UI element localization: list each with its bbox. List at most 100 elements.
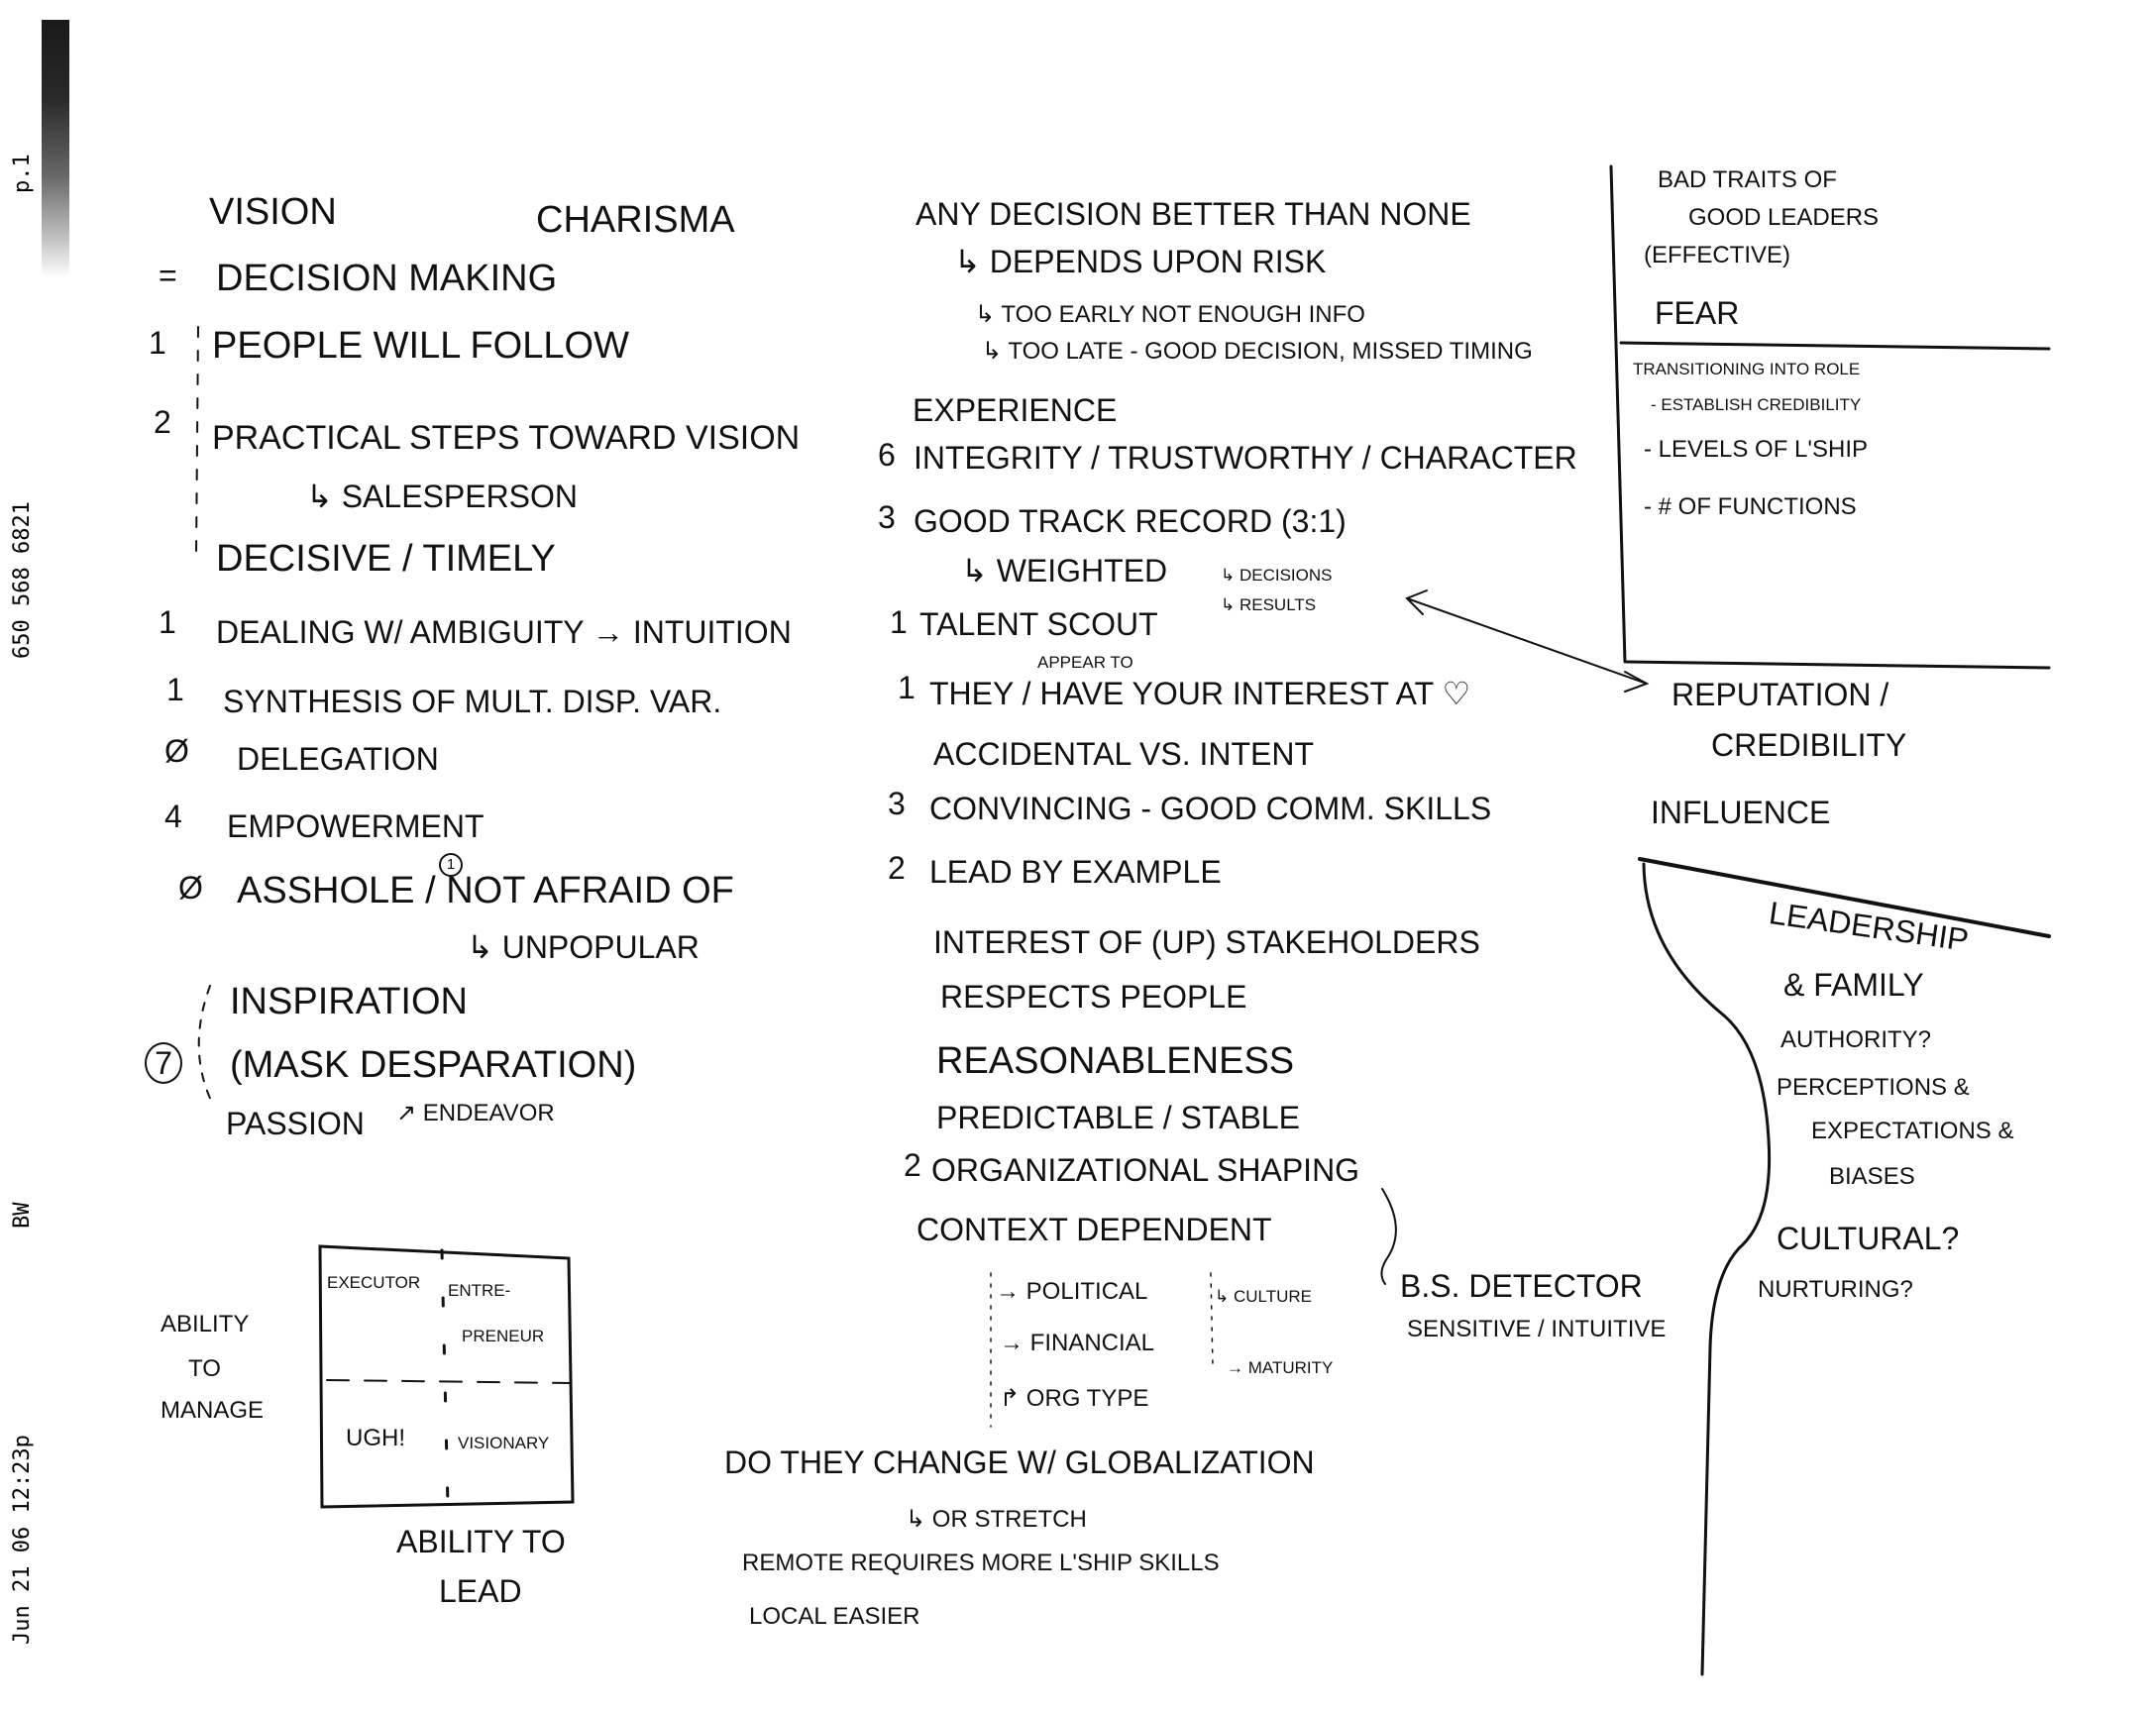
lead-by-example: Lead by example [929, 854, 1222, 890]
arrow-head-left [1405, 589, 1428, 615]
results: ↳ Results [1221, 595, 1317, 614]
rank-number: 2 [888, 850, 906, 886]
y-axis-label-line: Ability [161, 1311, 250, 1338]
reasonableness: Reasonableness [936, 1040, 1295, 1082]
bad-traits-title-1: Bad traits of [1658, 166, 1837, 193]
quadrant-horizontal-divider [326, 1379, 571, 1384]
rank-number: 1 [166, 672, 184, 707]
rank-number: 1 [159, 604, 176, 640]
predictable-stable: Predictable / Stable [936, 1100, 1300, 1135]
salesperson: ↳ Salesperson [306, 479, 579, 514]
perceptions: Perceptions & [1777, 1074, 1970, 1101]
respects-people: Respects people [940, 979, 1247, 1015]
bs-detector-bracket [1380, 1188, 1397, 1285]
not-afraid: Asshole / Not afraid of [237, 870, 734, 911]
rank-number: 1 [898, 670, 916, 705]
culture-dotted-guide [1210, 1272, 1214, 1368]
establish-credibility: - Establish credibility [1651, 395, 1862, 414]
dealing-with-ambiguity: Dealing w/ ambiguity → intuition [216, 614, 792, 650]
double-arrow-line [1406, 597, 1648, 685]
depends-upon-risk: ↳ Depends upon risk [954, 244, 1327, 279]
y-axis-label-line: to [188, 1355, 221, 1382]
culture: ↳ Culture [1215, 1287, 1312, 1306]
weighted: ↳ Weighted [961, 553, 1168, 588]
rank-number: 1 [890, 604, 908, 640]
experience: Experience [913, 392, 1118, 428]
rank-number: 3 [878, 499, 896, 535]
credibility: Credibility [1711, 727, 1907, 763]
decisions: ↳ Decisions [1221, 566, 1333, 585]
rank-number: 1 [149, 325, 166, 361]
people-will-follow: People will follow [212, 325, 629, 367]
rank-number: 4 [164, 799, 182, 834]
bad-traits-title-2: good leaders [1688, 204, 1880, 231]
biases: Biases [1829, 1163, 1915, 1190]
good-track-record: Good track record (3:1) [914, 503, 1347, 539]
influence: Influence [1651, 795, 1831, 830]
interest-at-heart: They / have your interest at ♡ [929, 676, 1471, 711]
equals-mark: = [159, 258, 177, 293]
bs-detector: B.S. Detector [1400, 1268, 1643, 1304]
quadrant-ugh: Ugh! [346, 1425, 405, 1451]
practical-steps: Practical steps toward vision [212, 419, 801, 457]
integrity: Integrity / Trustworthy / Character [914, 440, 1577, 476]
circled-rank: 7 [145, 1042, 182, 1084]
org-type: ↱ Org type [1000, 1385, 1149, 1412]
circled-one: 1 [439, 853, 463, 877]
political: → Political [996, 1278, 1148, 1305]
too-late: ↳ Too late - good decision, missed timin… [982, 338, 1533, 365]
rank-number: Ø [164, 733, 189, 769]
globalization-question: Do they change w/ globalization [724, 1444, 1315, 1480]
bad-traits-title-3: (effective) [1644, 242, 1790, 268]
arrow-head-right [1624, 671, 1650, 693]
local-easier: Local easier [749, 1603, 920, 1630]
rank-number: 3 [888, 786, 906, 821]
left-dashed-bracket [195, 326, 199, 556]
circled-seven: 7 [145, 1042, 182, 1084]
endeavor: ↗ Endeavor [396, 1100, 555, 1126]
decision-making-heading: Decision making [216, 258, 558, 299]
bad-traits-box-bottom [1625, 660, 2051, 670]
nurturing: Nurturing? [1758, 1276, 1913, 1303]
reputation: Reputation / [1671, 677, 1889, 712]
inspiration: Inspiration [230, 981, 468, 1022]
x-axis-label-line: Ability to [396, 1524, 566, 1559]
circled-mark: 1 [439, 842, 463, 877]
levels-of-leadership: - Levels of L'ship [1644, 436, 1868, 463]
stakeholders: Interest of (up) stakeholders [933, 924, 1480, 960]
authority: Authority? [1780, 1026, 1932, 1053]
rank-number: Ø [178, 870, 203, 906]
appear-to: Appear to [1037, 653, 1133, 672]
expectations: Expectations & [1811, 1118, 2014, 1144]
family: & Family [1783, 967, 1924, 1003]
transitioning-into-role: Transitioning into role [1633, 360, 1861, 378]
number-of-functions: - # of functions [1644, 493, 1857, 520]
y-axis-label-line: Manage [161, 1397, 265, 1424]
maturity: → Maturity [1227, 1358, 1334, 1377]
quadrant-box [318, 1244, 575, 1509]
unpopular: ↳ Unpopular [467, 929, 700, 965]
context-dependent: Context dependent [916, 1212, 1272, 1247]
synthesis: Synthesis of mult. disp. var. [223, 684, 722, 719]
quadrant-entrepreneur-2: preneur [462, 1327, 545, 1345]
talent-scout: Talent scout [919, 606, 1158, 642]
x-axis-label-line: Lead [439, 1573, 522, 1609]
quadrant-executor: Executor [327, 1273, 421, 1292]
rank-number: 2 [904, 1147, 921, 1183]
any-decision: Any decision better than none [916, 196, 1471, 232]
quadrant-visionary: Visionary [458, 1434, 550, 1452]
convincing: Convincing - good comm. skills [929, 791, 1492, 826]
vision-heading: Vision [209, 191, 337, 233]
empowerment: Empowerment [227, 808, 485, 844]
organizational-shaping: Organizational shaping [931, 1152, 1360, 1188]
bad-traits-divider [1619, 341, 2051, 351]
bad-traits-box-left [1609, 164, 1627, 664]
rank-number: 2 [154, 404, 171, 440]
family-top-line [1638, 857, 2051, 938]
cultural: Cultural? [1777, 1221, 1960, 1256]
decisive-timely: Decisive / Timely [216, 538, 556, 580]
financial: → Financial [1000, 1330, 1155, 1356]
or-stretch: ↳ or stretch [906, 1506, 1087, 1533]
